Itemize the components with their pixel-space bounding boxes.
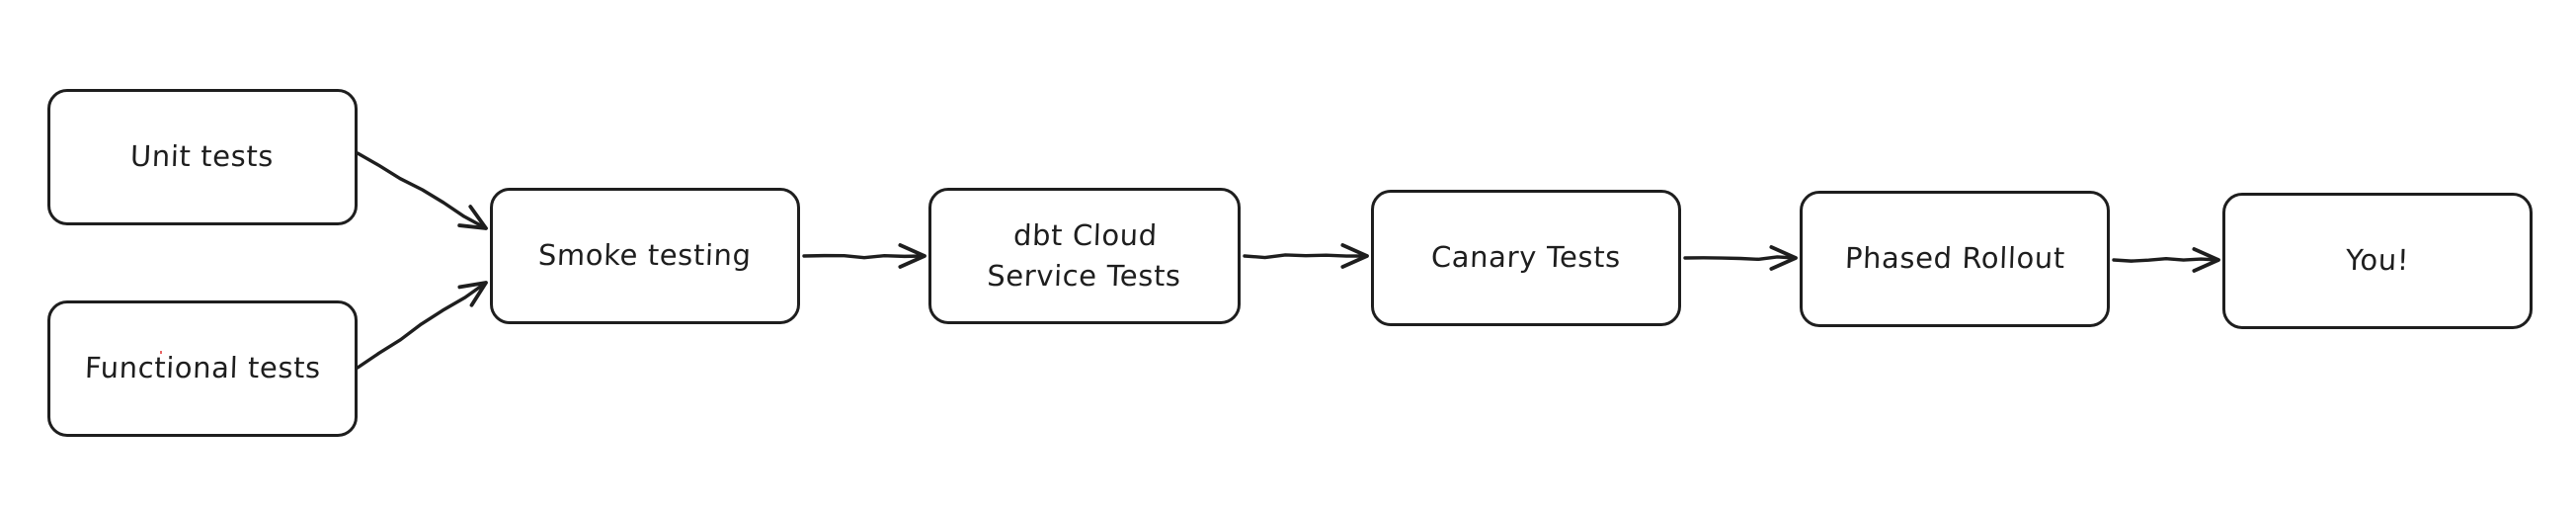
node-label: You! (2345, 243, 2410, 278)
node-label: Phased Rollout (1844, 241, 2066, 276)
edge-canary-tests-to-phased-rollout (1683, 245, 1798, 271)
arrowhead-icon (1340, 243, 1369, 269)
node-label: Functional tests (84, 351, 322, 385)
node-functional-tests[interactable]: Functional tests (47, 300, 358, 437)
node-label: dbt Cloud Service Tests (986, 217, 1182, 293)
node-phased-rollout[interactable]: Phased Rollout (1800, 191, 2110, 327)
edge-smoke-testing-to-dbt-cloud (802, 243, 926, 269)
node-you[interactable]: You! (2222, 193, 2533, 329)
arrowhead-icon (898, 243, 926, 269)
edge-functional-tests-to-smoke-testing (356, 281, 488, 370)
edge-phased-rollout-to-you (2112, 247, 2220, 273)
arrowhead-icon (2192, 247, 2220, 273)
edge-unit-tests-to-smoke-testing (356, 151, 488, 230)
node-smoke-testing[interactable]: Smoke testing (490, 188, 800, 324)
node-unit-tests[interactable]: Unit tests (47, 89, 358, 225)
edge-line (356, 281, 488, 370)
edge-line (1683, 255, 1798, 262)
edge-line (356, 151, 488, 230)
edge-dbt-cloud-to-canary-tests (1243, 243, 1369, 269)
edge-line (2112, 257, 2220, 263)
arrowhead-icon (1769, 245, 1798, 271)
node-label: Unit tests (129, 139, 276, 174)
arrowhead-icon (457, 205, 488, 230)
node-canary-tests[interactable]: Canary Tests (1371, 190, 1681, 326)
red-speck-artifact (160, 351, 162, 354)
node-label: Canary Tests (1430, 240, 1622, 275)
edge-line (802, 253, 926, 260)
edge-line (1243, 253, 1369, 260)
node-dbt-cloud-service-tests[interactable]: dbt Cloud Service Tests (928, 188, 1241, 324)
node-label: Smoke testing (537, 238, 753, 273)
arrowhead-icon (457, 281, 488, 307)
